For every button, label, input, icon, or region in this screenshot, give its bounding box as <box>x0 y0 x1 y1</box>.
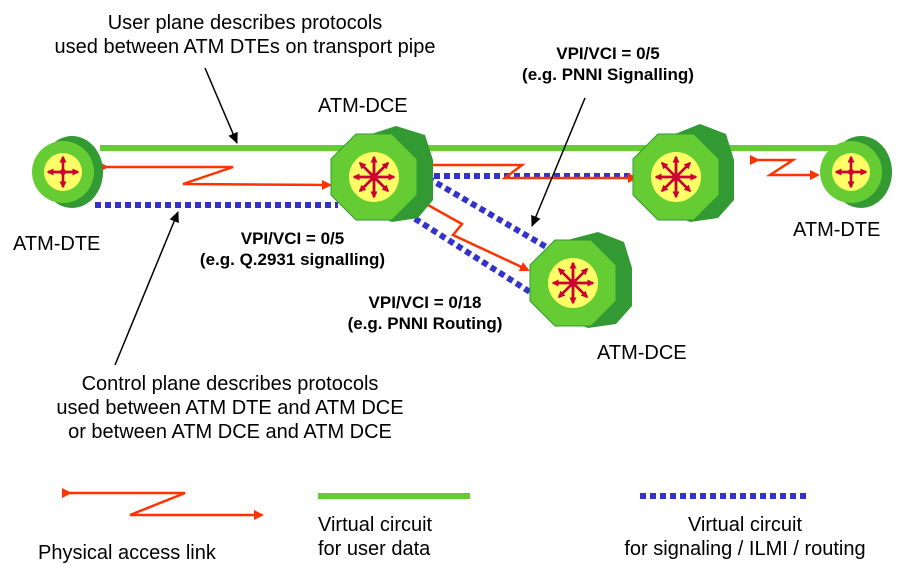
atm-dce-right-node <box>632 124 734 222</box>
atm-dce-bottom-node <box>529 232 632 328</box>
callout-arrows <box>114 67 586 366</box>
atm-dce-top-node <box>330 126 433 222</box>
atm-dce-top-label: ATM-DCE <box>318 95 408 117</box>
control-plane-annotation: Control plane describes protocols used b… <box>56 373 404 443</box>
atm-dte-right-node <box>820 136 892 208</box>
legend-physical-link-label: Physical access link <box>38 542 216 564</box>
user-plane-annotation: User plane describes protocols used betw… <box>54 12 436 58</box>
vc-label-q2931: VPI/VCI = 0/5 (e.g. Q.2931 signalling) <box>199 229 386 269</box>
atm-dte-left-node <box>32 136 103 208</box>
vc-label-pnni-signalling: VPI/VCI = 0/5 (e.g. PNNI Signalling) <box>522 44 694 84</box>
legend-user-vc-label: Virtual circuit for user data <box>318 514 433 560</box>
atm-dte-right-label: ATM-DTE <box>793 219 881 241</box>
vc-label-pnni-routing: VPI/VCI = 0/18 (e.g. PNNI Routing) <box>347 293 503 333</box>
legend-physical-link-symbol <box>62 488 264 520</box>
atm-dce-bottom-label: ATM-DCE <box>597 342 687 364</box>
physical-links <box>99 155 820 272</box>
atm-dte-left-label: ATM-DTE <box>13 233 101 255</box>
legend-signal-vc-label: Virtual circuit for signaling / ILMI / r… <box>624 514 866 560</box>
